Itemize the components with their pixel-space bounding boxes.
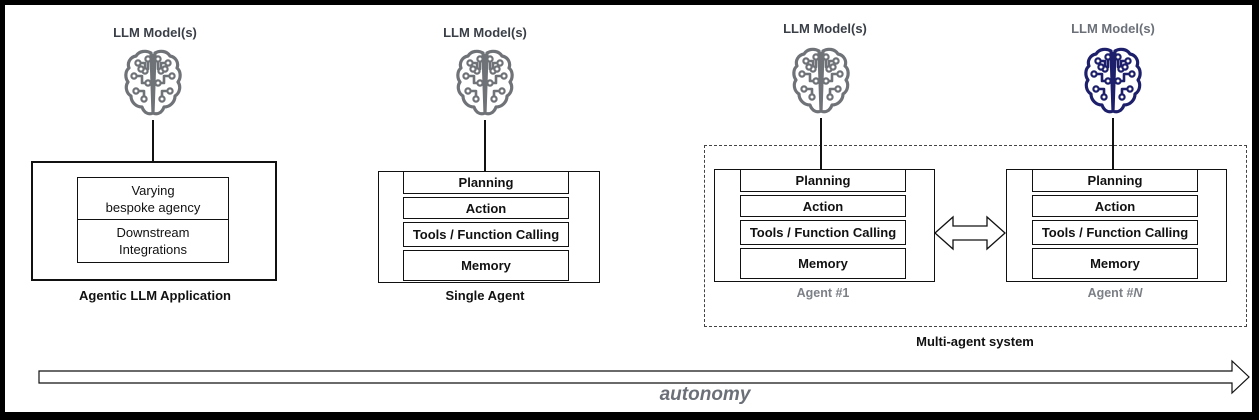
multi-agent-caption: Multi-agent system bbox=[916, 334, 1034, 349]
agentic-app-box: Varying bespoke agency Downstream Integr… bbox=[31, 161, 277, 281]
capability-memory: Memory bbox=[403, 250, 569, 281]
multi-agent-boundary bbox=[704, 145, 1247, 327]
single-agent-caption: Single Agent bbox=[445, 288, 525, 303]
double-arrow-icon bbox=[934, 215, 1006, 251]
capability-tools: Tools / Function Calling bbox=[1032, 220, 1198, 245]
diagram-canvas: LLM Model(s) Varying bespoke agency Down… bbox=[5, 5, 1252, 412]
capability-tools: Tools / Function Calling bbox=[403, 222, 569, 247]
autonomy-label: autonomy bbox=[659, 384, 751, 405]
brain-circuit-icon bbox=[124, 49, 182, 116]
brain-circuit-icon bbox=[456, 49, 514, 116]
capability-memory: Memory bbox=[1032, 248, 1198, 279]
downstream-integrations-cell: Downstream Integrations bbox=[116, 225, 190, 257]
connector-line bbox=[1112, 118, 1114, 170]
brain-circuit-icon bbox=[792, 47, 850, 114]
brain-circuit-icon bbox=[1084, 47, 1142, 114]
connector-line bbox=[820, 118, 822, 170]
connector-line bbox=[152, 120, 154, 162]
capability-memory: Memory bbox=[740, 248, 906, 279]
capability-planning: Planning bbox=[403, 171, 569, 194]
agent-n-label: Agent #N bbox=[1065, 286, 1165, 300]
connector-line bbox=[484, 120, 486, 172]
llm-model-label: LLM Model(s) bbox=[443, 25, 527, 40]
capability-action: Action bbox=[1032, 195, 1198, 217]
bespoke-agency-cell: Varying bespoke agency bbox=[78, 178, 228, 220]
app-inner-box: Varying bespoke agency Downstream Integr… bbox=[77, 177, 229, 263]
capability-action: Action bbox=[403, 197, 569, 219]
llm-model-label: LLM Model(s) bbox=[783, 21, 867, 36]
llm-model-label: LLM Model(s) bbox=[113, 25, 197, 40]
agent-1-label: Agent #1 bbox=[796, 286, 850, 300]
capability-planning: Planning bbox=[1032, 169, 1198, 192]
agent-n-label-suffix: N bbox=[1133, 286, 1143, 300]
llm-model-label: LLM Model(s) bbox=[1071, 21, 1155, 36]
agent-n-label-prefix: Agent # bbox=[1087, 286, 1134, 300]
capability-action: Action bbox=[740, 195, 906, 217]
capability-planning: Planning bbox=[740, 169, 906, 192]
agentic-app-caption: Agentic LLM Application bbox=[79, 288, 231, 303]
long-right-arrow-icon bbox=[38, 359, 1250, 395]
capability-tools: Tools / Function Calling bbox=[740, 220, 906, 245]
